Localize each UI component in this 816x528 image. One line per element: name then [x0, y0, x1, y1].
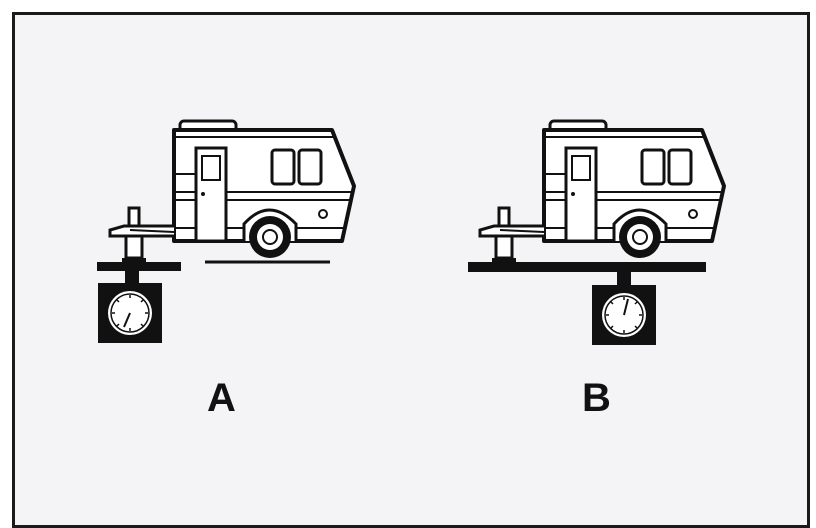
panel-label-b: B: [582, 378, 611, 418]
scale-b: [592, 285, 656, 345]
panel-b-illustration: [468, 121, 724, 345]
panel-a-illustration: [97, 121, 354, 343]
scale-a: [98, 283, 162, 343]
panel-label-a: A: [207, 378, 236, 418]
